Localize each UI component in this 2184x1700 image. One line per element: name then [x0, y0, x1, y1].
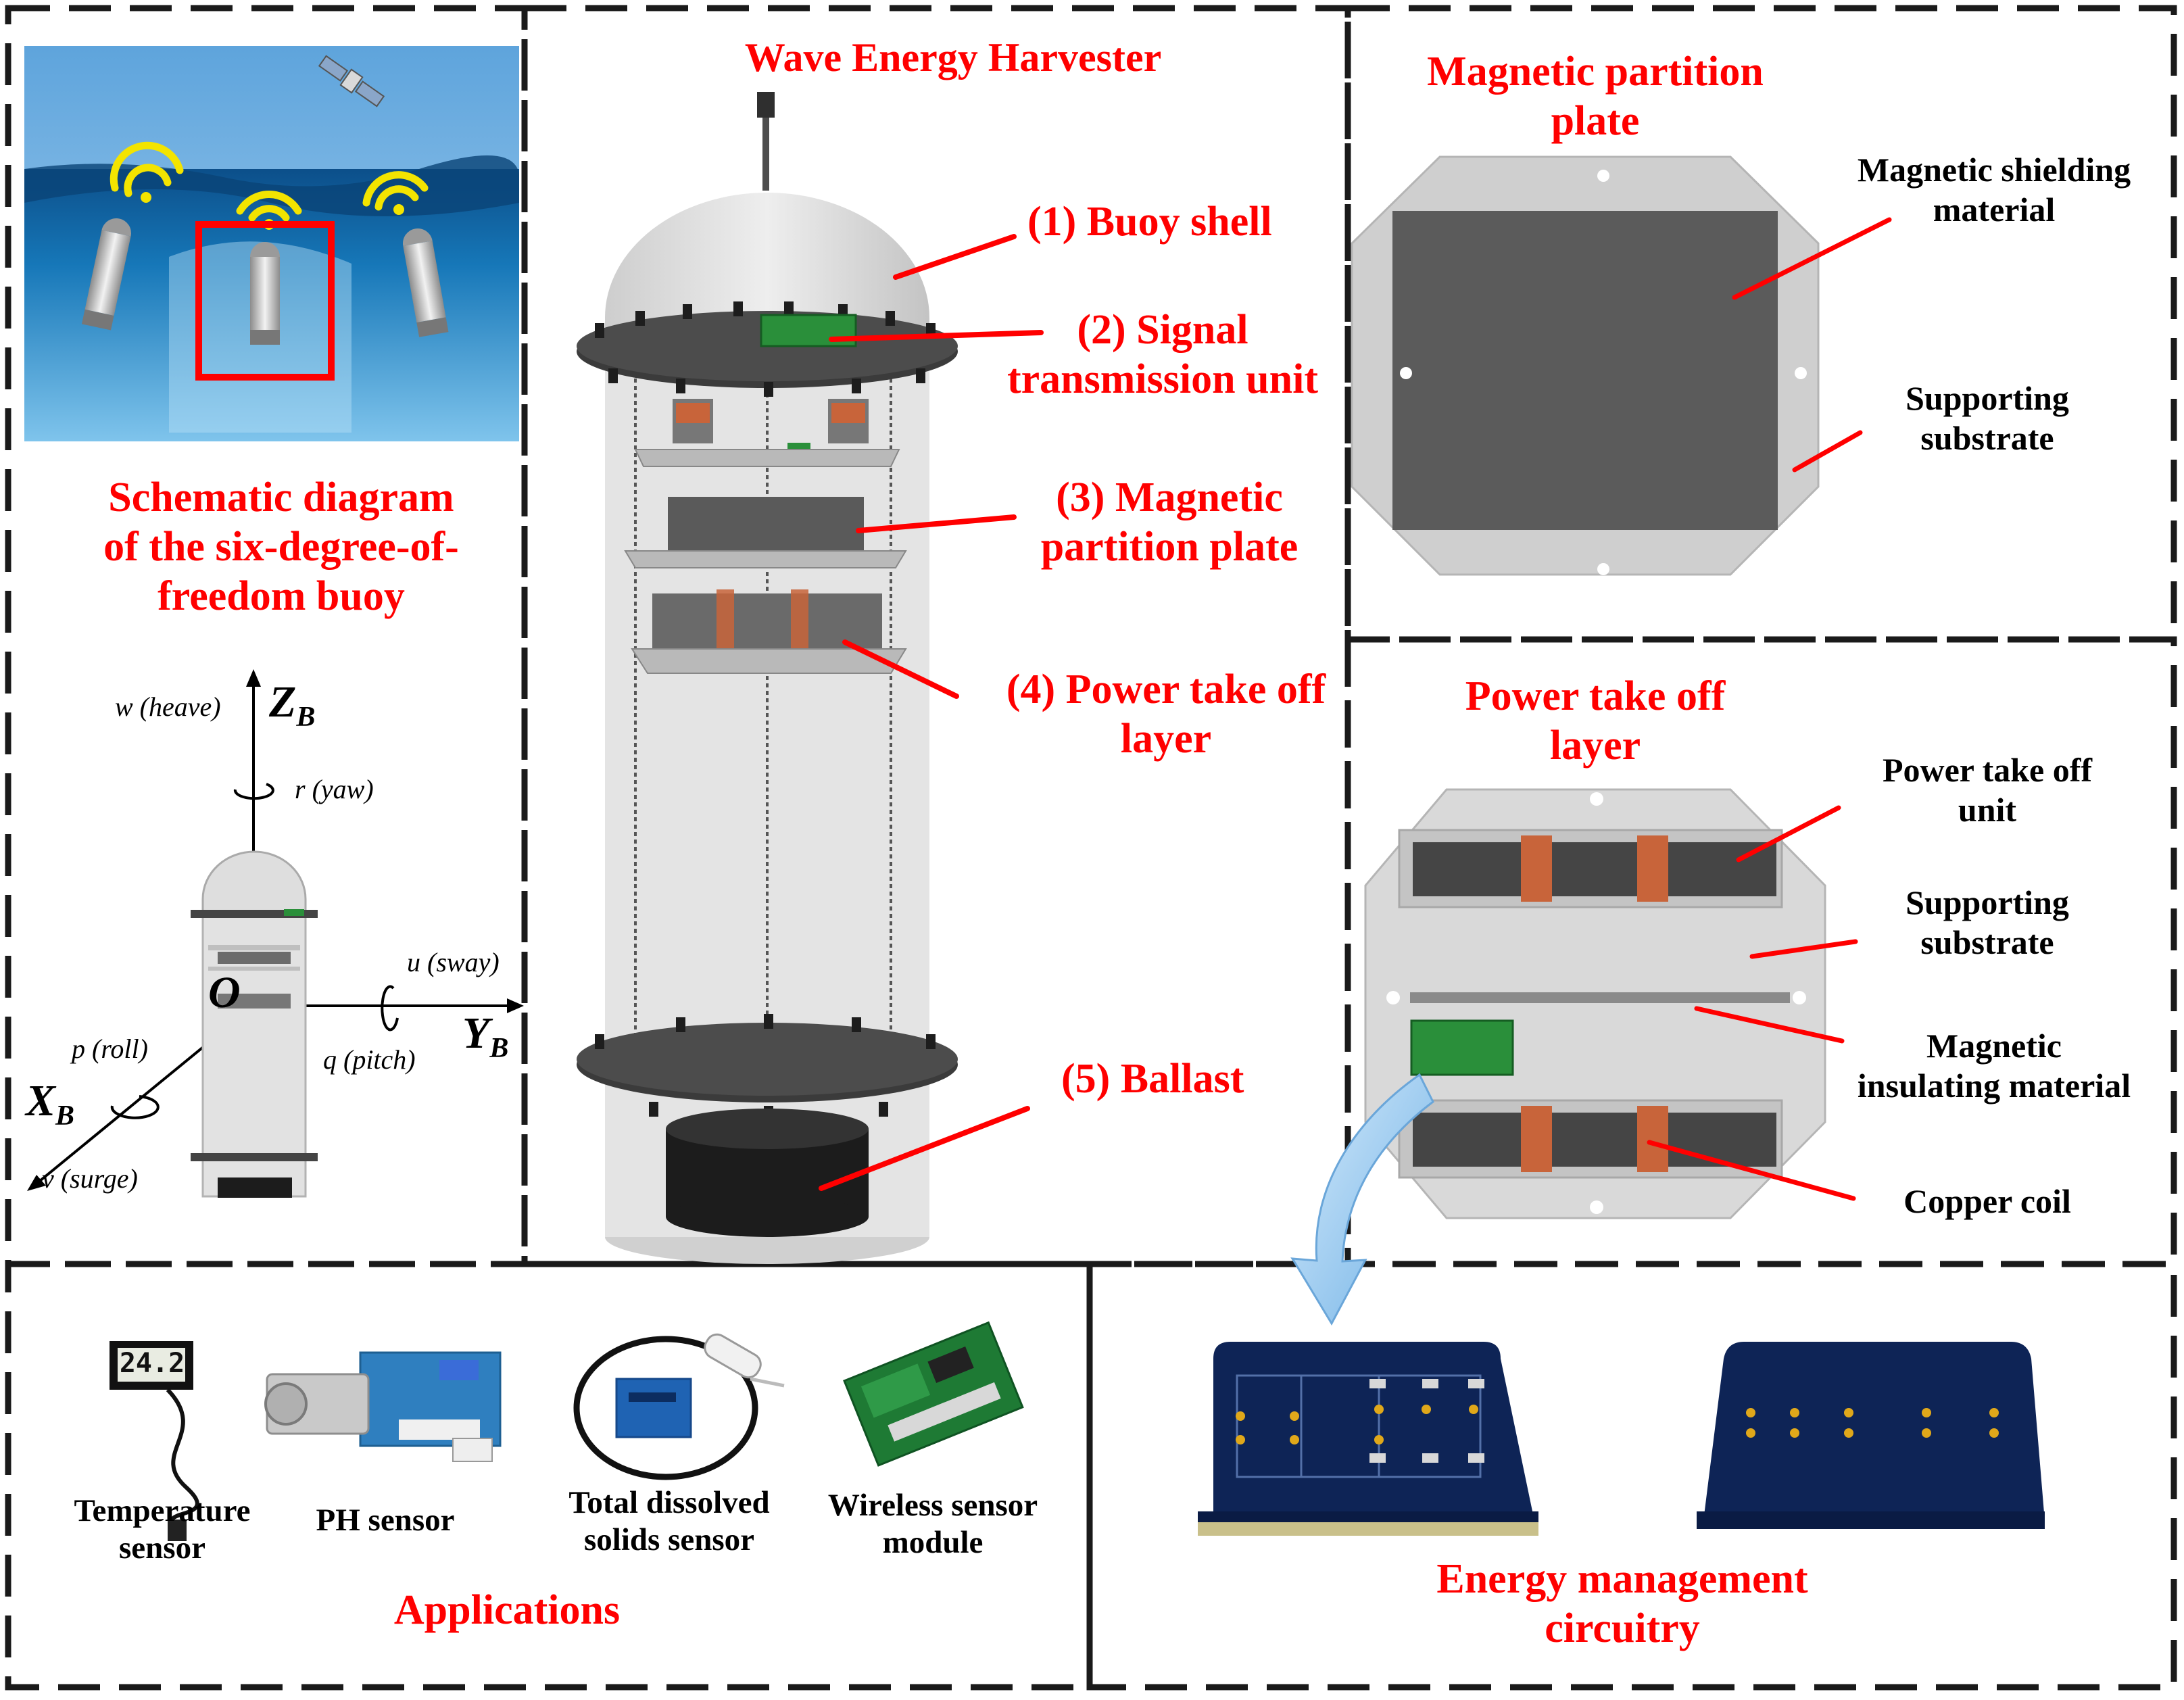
roll-rotation-arrow [110, 1095, 160, 1119]
insulating-material-label: Magnetic insulating material [1857, 1027, 2131, 1104]
buoy-icon-right [403, 228, 449, 337]
sway-label: u (sway) [407, 947, 500, 977]
energy-title: Energy management circuitry [1436, 1556, 1808, 1652]
buoy-shell-label: (1) Buoy shell [1027, 199, 1272, 245]
buoy-small-model [191, 850, 318, 1198]
pto-unit-label: Power take off unit [1882, 751, 2093, 829]
satellite-icon [318, 55, 385, 107]
signal-unit-label: (2) Signal transmission unit [1007, 307, 1318, 403]
harvester-leader-lines [819, 234, 1044, 1191]
partition-leader-lines [1732, 217, 1892, 472]
down-arrow-icon [1290, 1073, 1434, 1326]
pitch-rotation-arrow [381, 985, 399, 1031]
z-axis-label: ZB [269, 677, 316, 733]
six-dof-title: Schematic diagram of the six-degree-of- … [103, 475, 459, 620]
yaw-label: r (yaw) [295, 774, 374, 804]
ballast-label: (5) Ballast [1061, 1056, 1244, 1102]
pto-unit-bar-top [1413, 842, 1776, 896]
ph-sensor-icon [264, 1351, 502, 1462]
highlight-box [195, 221, 335, 381]
insulating-strip [1410, 992, 1790, 1003]
pto-panel-title: Power take off layer [1465, 673, 1726, 769]
pto-layer-label: (4) Power take off layer [1006, 666, 1326, 762]
harvester-model [577, 92, 958, 1264]
panel-border-energy [1086, 1261, 2177, 1691]
partition-plate-label: (3) Magnetic partition plate [1040, 475, 1299, 570]
copper-coil-4 [1637, 1106, 1668, 1172]
ph-sensor-label: PH sensor [316, 1503, 455, 1538]
pcb-front [1198, 1342, 1538, 1536]
applications-title: Applications [393, 1587, 621, 1633]
x-axis-label: XB [26, 1076, 75, 1132]
pto-substrate-label: Supporting substrate [1906, 883, 2069, 961]
shielding-material-label: Magnetic shielding material [1857, 151, 2131, 228]
pto-layer-model [1364, 788, 1826, 1219]
buoy-icon-left [81, 218, 131, 331]
copper-coil-label: Copper coil [1903, 1182, 2071, 1220]
surge-label: v (surge) [42, 1163, 138, 1194]
harvester-title: Wave Energy Harvester [744, 35, 1162, 80]
partition-substrate-label: Supporting substrate [1906, 379, 2069, 457]
wireless-module-label: Wireless sensor module [827, 1488, 1038, 1561]
copper-coil-2 [1637, 835, 1668, 902]
shielding-material-sheet [1392, 211, 1778, 530]
yaw-rotation-arrow [233, 783, 274, 800]
partition-panel-title: Magnetic partition plate [1427, 49, 1764, 145]
panel-border-harvester [521, 5, 1351, 1267]
wifi-icon [110, 141, 429, 222]
pitch-label: q (pitch) [323, 1044, 416, 1075]
pcb-back [1697, 1342, 2045, 1529]
heave-label: w (heave) [115, 691, 221, 722]
pto-unit-bar-bottom [1413, 1113, 1776, 1167]
panel-borders [5, 5, 2177, 1691]
buoy-icon-center [250, 242, 280, 345]
tds-sensor-label: Total dissolved solids sensor [568, 1485, 770, 1558]
copper-coil-3 [1521, 1106, 1552, 1172]
wireless-module-icon [843, 1321, 1024, 1467]
copper-coil-1 [1521, 835, 1552, 902]
ocean-scene [24, 46, 519, 441]
y-axis-label: YB [462, 1009, 509, 1065]
temperature-sensor-label: Temperature sensor [74, 1493, 251, 1566]
tds-sensor-icon [573, 1333, 785, 1480]
partition-plate-model [1351, 155, 1820, 576]
pto-leader-lines [1647, 805, 1858, 1201]
thermometer-readout: 24.2 [119, 1348, 185, 1379]
roll-label: p (roll) [72, 1034, 148, 1064]
temperature-sensor-icon [110, 1341, 199, 1541]
origin-label: O [208, 968, 241, 1017]
pto-pcb [1410, 1019, 1514, 1076]
